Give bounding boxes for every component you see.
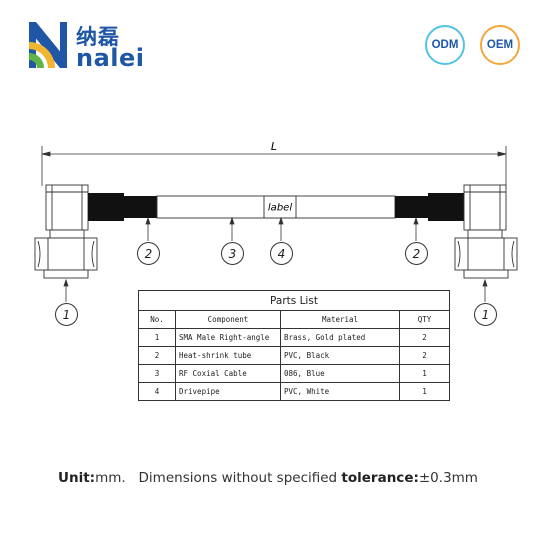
row-material: 086, Blue <box>280 364 400 383</box>
row-no: 1 <box>138 328 176 347</box>
callout-leaders <box>63 216 488 302</box>
header-no: No. <box>138 310 176 329</box>
table-row: 3 RF Coxial Cable 086, Blue 1 <box>138 364 450 383</box>
row-qty: 1 <box>399 364 450 383</box>
tolerance-value: ±0.3mm <box>418 470 478 486</box>
nalei-logo: 纳磊 nalei <box>26 20 146 72</box>
row-no: 2 <box>138 346 176 365</box>
row-no: 3 <box>138 364 176 383</box>
dimensions-text: Dimensions without specified <box>138 470 338 486</box>
table-row: 1 SMA Male Right-angle Brass, Gold plate… <box>138 328 450 347</box>
left-sma-connector <box>34 184 98 279</box>
row-component: SMA Male Right-angle <box>175 328 281 347</box>
row-material: Brass, Gold plated <box>280 328 400 347</box>
tolerance-label: tolerance: <box>341 470 419 486</box>
callout-1-left: 1 <box>55 303 78 326</box>
header-qty: QTY <box>399 310 450 329</box>
row-component: Heat-shrink tube <box>175 346 281 365</box>
left-heat-shrink-tube <box>88 193 157 221</box>
dimension-note: Unit:mm. Dimensions without specified to… <box>58 470 478 486</box>
header-material: Material <box>280 310 400 329</box>
table-header-row: No. Component Material QTY <box>138 310 450 329</box>
header-component: Component <box>175 310 281 329</box>
table-row: 2 Heat-shrink tube PVC, Black 2 <box>138 346 450 365</box>
parts-list-title: Parts List <box>138 290 450 311</box>
row-component: Drivepipe <box>175 382 281 401</box>
nalei-logo-mark <box>29 22 67 68</box>
parts-list-table: Parts List No. Component Material QTY 1 … <box>138 290 450 401</box>
table-row: 4 Drivepipe PVC, White 1 <box>138 382 450 401</box>
row-component: RF Coxial Cable <box>175 364 281 383</box>
row-qty: 1 <box>399 382 450 401</box>
right-sma-connector <box>454 184 518 279</box>
row-material: PVC, White <box>280 382 400 401</box>
brand-name-en: nalei <box>76 44 145 72</box>
unit-value: mm. <box>95 470 126 486</box>
callout-3: 3 <box>221 242 244 265</box>
label-text: label <box>268 203 292 214</box>
callout-1-right: 1 <box>474 303 497 326</box>
callout-2-right: 2 <box>405 242 428 265</box>
row-qty: 2 <box>399 328 450 347</box>
label-box <box>263 195 297 219</box>
row-no: 4 <box>138 382 176 401</box>
row-material: PVC, Black <box>280 346 400 365</box>
dimension-label: L <box>271 140 277 153</box>
oem-badge: OEM <box>480 25 520 65</box>
right-heat-shrink-tube <box>395 193 464 221</box>
callout-4: 4 <box>270 242 293 265</box>
brand-name-cn: 纳磊 <box>76 25 120 49</box>
row-qty: 2 <box>399 346 450 365</box>
unit-label: Unit: <box>58 470 96 486</box>
odm-badge: ODM <box>425 25 465 65</box>
callout-2-left: 2 <box>137 242 160 265</box>
dimension-line <box>41 146 507 186</box>
